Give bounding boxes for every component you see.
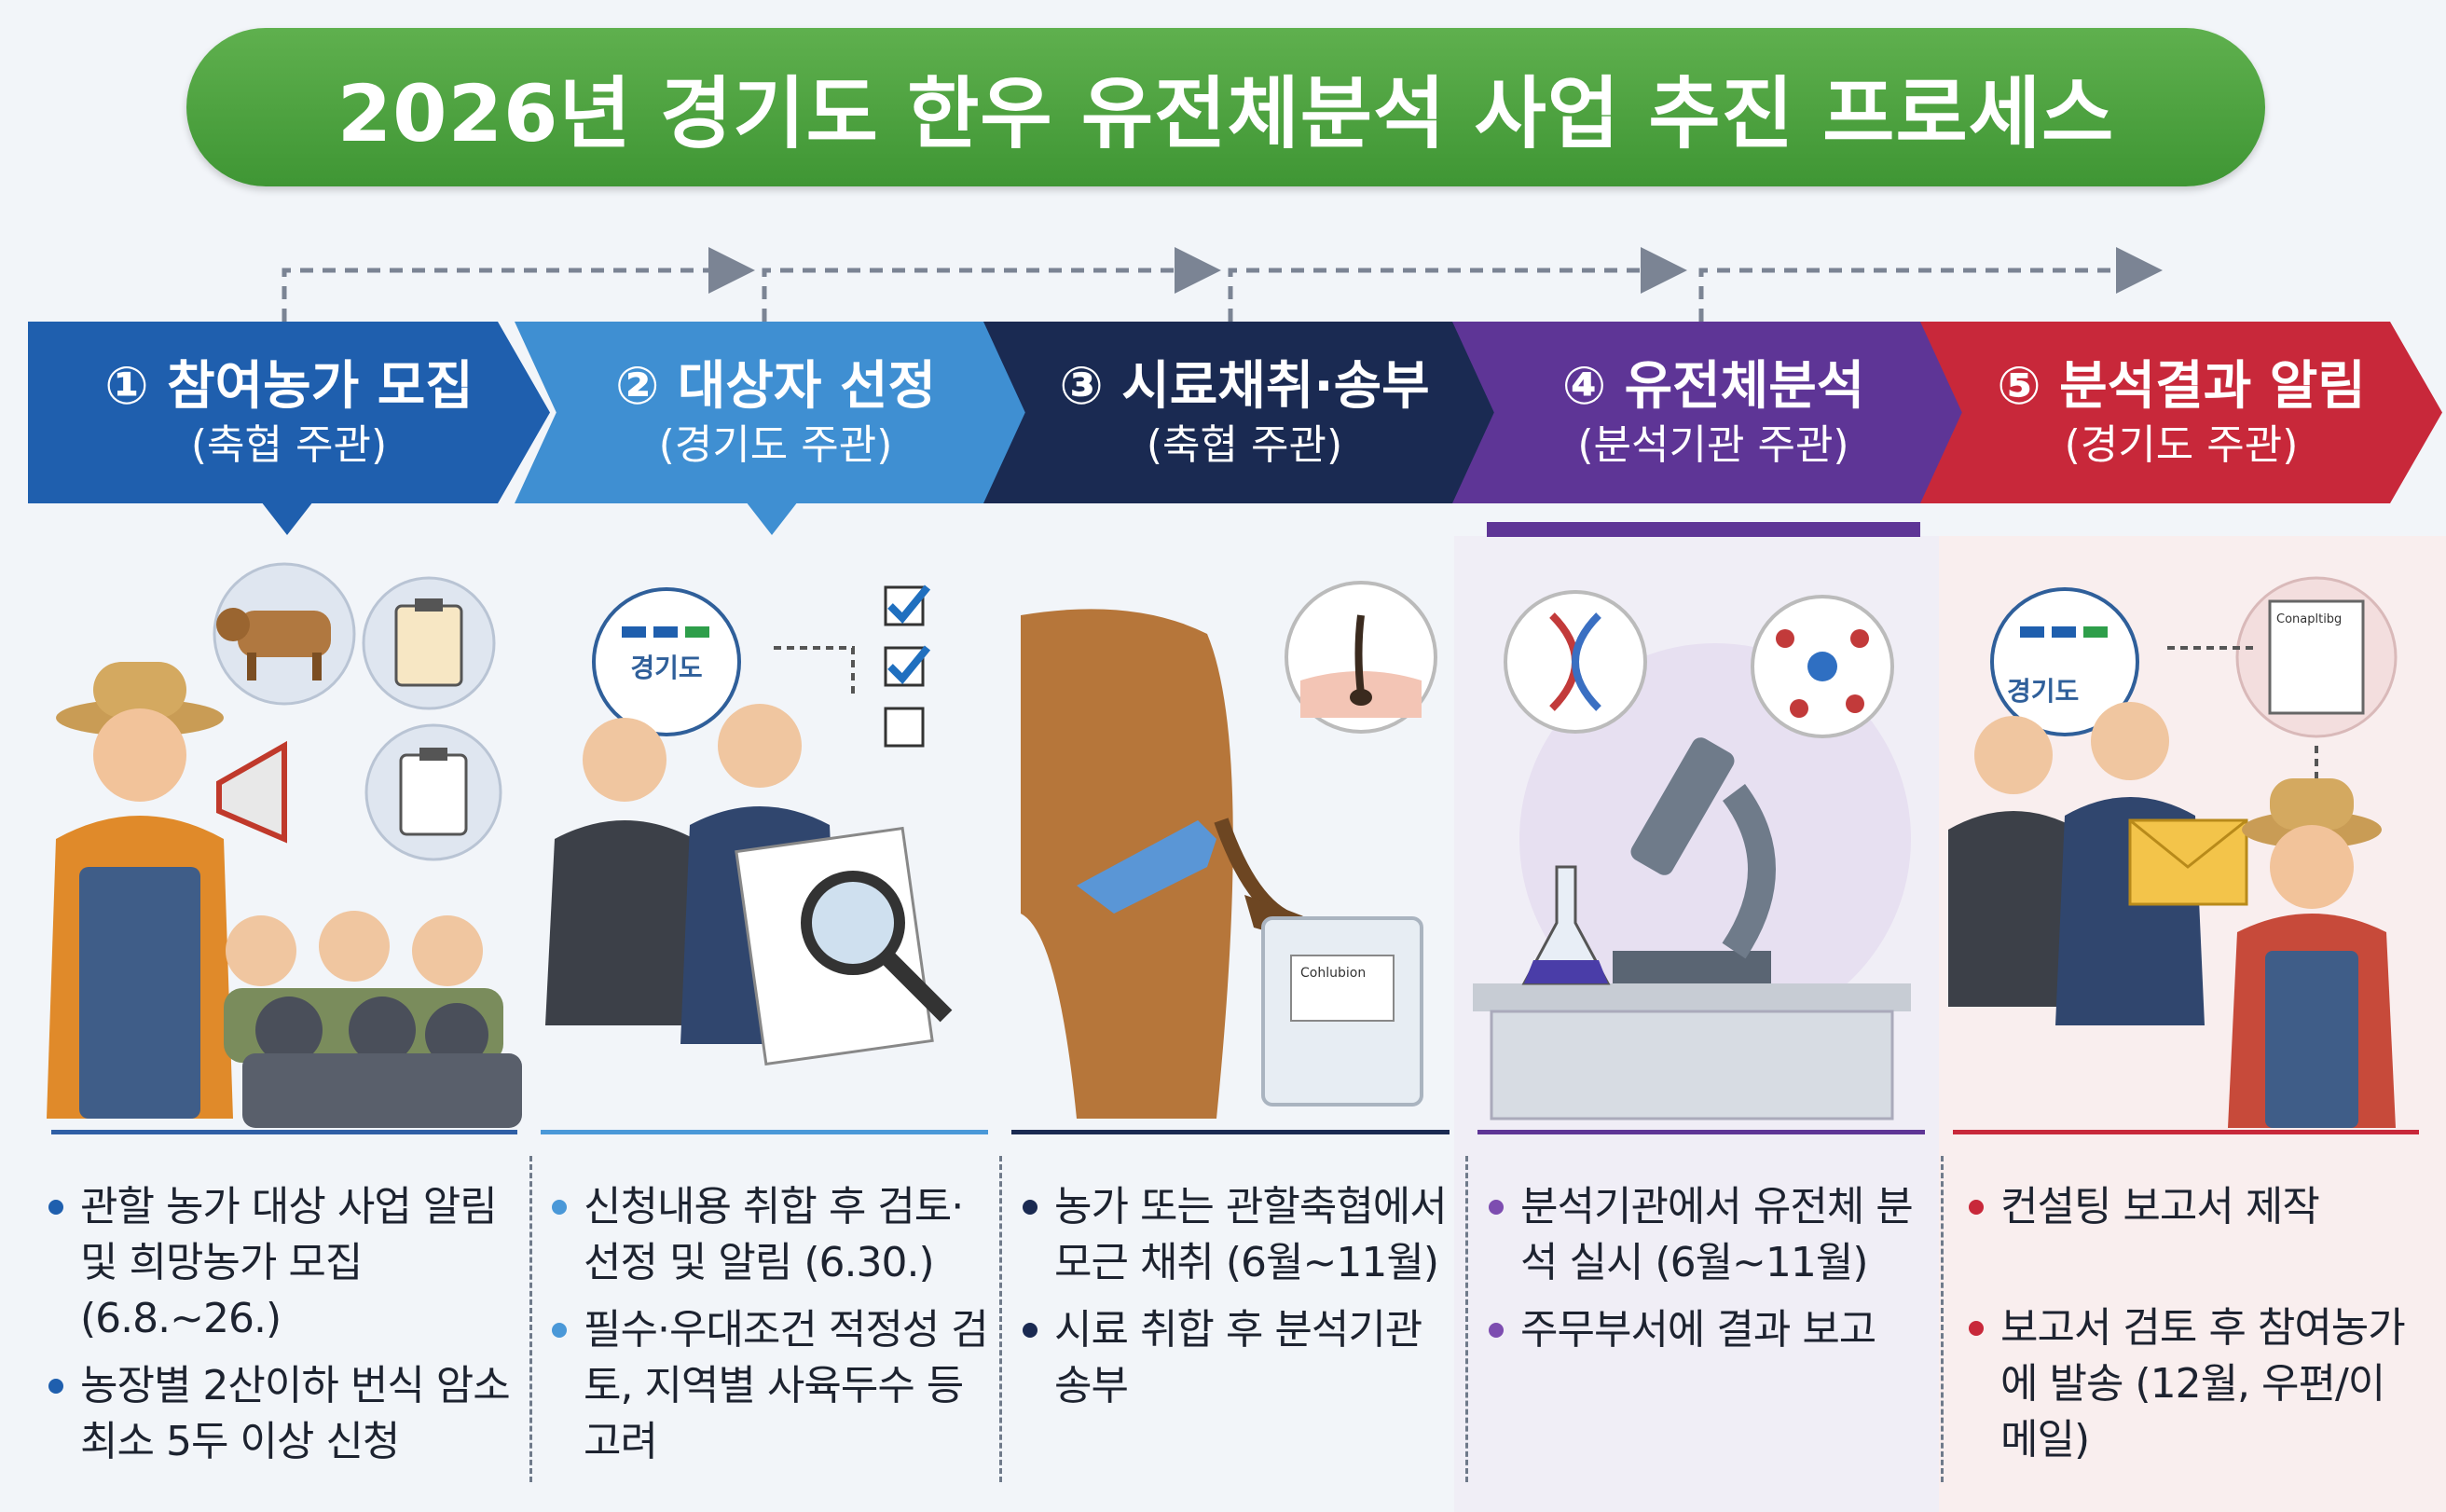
bullet-dot (48, 1200, 63, 1215)
step-1-pointer (261, 502, 313, 535)
step-1-chevron: ① 참여농가 모집 (축협 주관) (28, 322, 550, 503)
list-item: 필수·우대조건 적정성 검토, 지역별 사육두수 등 고려 (550, 1302, 989, 1470)
page-title: 2026년 경기도 한우 유전체분석 사업 추진 프로세스 (186, 28, 2265, 186)
step-5-chevron: ⑤ 분석결과 알림 (경기도 주관) (1920, 322, 2442, 503)
rule-5 (1953, 1130, 2419, 1134)
divider-2 (999, 1156, 1002, 1482)
rule-3 (1011, 1130, 1450, 1134)
step-4-bar (1487, 522, 1920, 537)
farmer-megaphone-illustration (47, 562, 522, 1128)
step-5-org: (경기도 주관) (2064, 420, 2299, 469)
bullet-dot (552, 1323, 567, 1338)
bullet-dot (1023, 1323, 1037, 1338)
bullet-dot (1023, 1200, 1037, 1215)
cow-icon (216, 608, 331, 680)
bullet-dot (1489, 1323, 1504, 1338)
step-1-org: (축협 주관) (190, 420, 388, 469)
step-2-bullets: 신청내용 취합 후 검토·선정 및 알림 (6.30.) 필수·우대조건 적정성… (550, 1179, 989, 1481)
list-item: 보고서 검토 후 참여농가에 발송 (12월, 우편/이메일) (1967, 1300, 2414, 1468)
list-item: 주무부서에 결과 보고 (1487, 1302, 1925, 1358)
step-5-label: ⑤ 분석결과 알림 (1997, 355, 2366, 417)
divider-1 (529, 1156, 532, 1482)
step-4-bullets: 분석기관에서 유전체 분석 실시 (6월~11월) 주무부서에 결과 보고 (1487, 1179, 1925, 1369)
rule-1 (51, 1130, 517, 1134)
list-item: 농가 또는 관할축협에서 모근 채취 (6월~11월) (1021, 1179, 1459, 1291)
step-2-chevron: ② 대상자 선정 (경기도 주관) (515, 322, 1037, 503)
report-delivery-illustration: Conapltibg (1948, 576, 2398, 1128)
step-2-label: ② 대상자 선정 (614, 355, 936, 417)
sample-collection-illustration: Cohlubion (1021, 581, 1437, 1119)
step-3-bullets: 농가 또는 관할축협에서 모근 채취 (6월~11월) 시료 취합 후 분석기관… (1021, 1179, 1459, 1425)
genome-analysis-illustration (1473, 590, 1911, 1120)
list-item: 분석기관에서 유전체 분석 실시 (6월~11월) (1487, 1179, 1925, 1291)
step-4-org: (분석기관 주관) (1577, 420, 1849, 469)
report-label: Conapltibg (2276, 612, 2342, 626)
bullet-dot (1489, 1200, 1504, 1215)
list-item: 농장별 2산이하 번식 암소 최소 5두 이상 신청 (47, 1358, 522, 1470)
list-item: 컨설팅 보고서 제작 (1967, 1179, 2414, 1235)
step-connectors (282, 247, 2163, 322)
divider-3 (1465, 1156, 1468, 1482)
bullet-dot (1969, 1200, 1984, 1215)
list-item: 신청내용 취합 후 검토·선정 및 알림 (6.30.) (550, 1179, 988, 1291)
step-4-chevron: ④ 유전체분석 (분석기관 주관) (1452, 322, 1974, 503)
logo-label: 경기도 (630, 653, 703, 683)
step-3-chevron: ③ 시료채취·송부 (축협 주관) (983, 322, 1505, 503)
list-item: 시료 취합 후 분석기관 송부 (1021, 1302, 1459, 1414)
officials-review-illustration (545, 584, 953, 1066)
list-item: 관할 농가 대상 사업 알림 및 희망농가 모집 (6.8.~26.) (47, 1179, 522, 1347)
step-1-bullets: 관할 농가 대상 사업 알림 및 희망농가 모집 (6.8.~26.) 농장별 … (47, 1179, 522, 1481)
bullet-dot (48, 1379, 63, 1394)
rule-4 (1477, 1130, 1925, 1134)
step-4-label: ④ 유전체분석 (1561, 355, 1865, 417)
step-3-org: (축협 주관) (1146, 420, 1343, 469)
rule-2 (541, 1130, 988, 1134)
step-2-pointer (746, 502, 798, 535)
step-1-label: ① 참여농가 모집 (104, 355, 474, 417)
gyeonggi-logo: 경기도 (597, 578, 736, 718)
bullet-dot (1969, 1321, 1984, 1336)
step-3-label: ③ 시료채취·송부 (1059, 355, 1430, 417)
logo-label-5: 경기도 (2007, 676, 2080, 707)
bullet-dot (552, 1200, 567, 1215)
step-2-org: (경기도 주관) (658, 420, 893, 469)
divider-4 (1941, 1156, 1944, 1482)
sample-bag-label: Cohlubion (1300, 966, 1366, 981)
step-5-bullets: 컨설팅 보고서 제작 보고서 검토 후 참여농가에 발송 (12월, 우편/이메… (1967, 1179, 2414, 1479)
